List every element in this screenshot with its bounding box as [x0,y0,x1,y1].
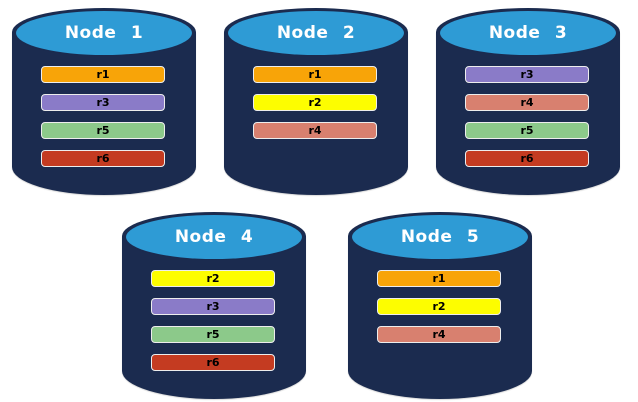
replica-label: r3 [520,68,534,81]
replica-bar-r6: r6 [465,150,589,167]
replica-bar-r5: r5 [41,122,165,139]
replica-bar-r2: r2 [253,94,377,111]
cylinder-body [224,32,408,195]
replica-bar-r3: r3 [151,298,275,315]
replica-label: r6 [520,152,534,165]
replica-label: r4 [520,96,534,109]
node-title: Node 2 [276,23,356,43]
replica-label: r4 [432,328,446,341]
replica-bar-r4: r4 [253,122,377,139]
database-node-node-4: Node 4 r2 r3 r5 r6 [122,212,306,399]
database-node-node-5: Node 5 r1 r2 r4 [348,212,532,399]
cylinder-body [348,236,532,399]
node-row-top: Node 1 r1 r3 r5 r6 Node 2 r1 r2 r4 Node … [0,0,638,195]
replica-bar-r5: r5 [151,326,275,343]
replica-list: r1 r2 r4 [253,66,377,139]
cylinder-top-ellipse: Node 2 [228,11,404,55]
replica-label: r3 [206,300,220,313]
replica-label: r5 [520,124,534,137]
replica-label: r5 [206,328,220,341]
replica-label: r2 [432,300,446,313]
database-node-node-1: Node 1 r1 r3 r5 r6 [12,8,196,195]
replica-label: r3 [96,96,110,109]
cylinder-top-ellipse: Node 3 [440,11,616,55]
replica-bar-r2: r2 [377,298,501,315]
replica-bar-r2: r2 [151,270,275,287]
replica-list: r1 r2 r4 [377,270,501,343]
cylinder-body [12,32,196,195]
replica-label: r2 [308,96,322,109]
replica-label: r1 [432,272,446,285]
replica-label: r5 [96,124,110,137]
replica-label: r1 [96,68,110,81]
replica-label: r4 [308,124,322,137]
replica-bar-r4: r4 [465,94,589,111]
replica-list: r3 r4 r5 r6 [465,66,589,167]
replica-bar-r3: r3 [41,94,165,111]
replica-label: r6 [96,152,110,165]
replica-bar-r1: r1 [41,66,165,83]
replica-bar-r6: r6 [151,354,275,371]
cylinder-top-ellipse: Node 5 [352,215,528,259]
database-node-node-3: Node 3 r3 r4 r5 r6 [436,8,620,195]
cylinder-body [436,32,620,195]
cylinder-top-ellipse: Node 1 [16,11,192,55]
node-title: Node 3 [488,23,568,43]
node-row-bottom: Node 4 r2 r3 r5 r6 Node 5 r1 r2 r4 [0,212,638,399]
replica-bar-r3: r3 [465,66,589,83]
node-title: Node 5 [400,227,480,247]
replica-label: r2 [206,272,220,285]
replica-label: r6 [206,356,220,369]
replica-bar-r1: r1 [253,66,377,83]
cylinder-body [122,236,306,399]
cylinder-top-ellipse: Node 4 [126,215,302,259]
replica-list: r1 r3 r5 r6 [41,66,165,167]
replica-label: r1 [308,68,322,81]
replica-bar-r5: r5 [465,122,589,139]
replica-bar-r6: r6 [41,150,165,167]
node-title: Node 4 [174,227,254,247]
replica-bar-r1: r1 [377,270,501,287]
database-node-node-2: Node 2 r1 r2 r4 [224,8,408,195]
node-title: Node 1 [64,23,144,43]
replica-bar-r4: r4 [377,326,501,343]
replica-list: r2 r3 r5 r6 [151,270,275,371]
